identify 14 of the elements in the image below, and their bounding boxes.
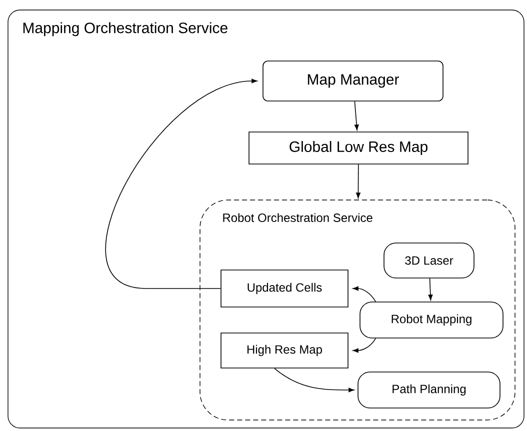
- arrow: [352, 338, 376, 353]
- arrow: [428, 278, 433, 300]
- arrow: [274, 368, 354, 392]
- process-box: Robot Mapping: [360, 302, 504, 338]
- arrow: [352, 286, 376, 302]
- process-box: Path Planning: [358, 372, 500, 408]
- data-box: High Res Map: [220, 332, 348, 368]
- process-box: 3D Laser: [384, 242, 474, 278]
- process-box: Map Manager: [262, 60, 444, 102]
- arrow: [356, 164, 360, 198]
- arrow: [106, 78, 258, 289]
- data-box: Updated Cells: [220, 270, 348, 308]
- data-box: Global Low Res Map: [248, 132, 468, 164]
- arrow: [354, 101, 359, 130]
